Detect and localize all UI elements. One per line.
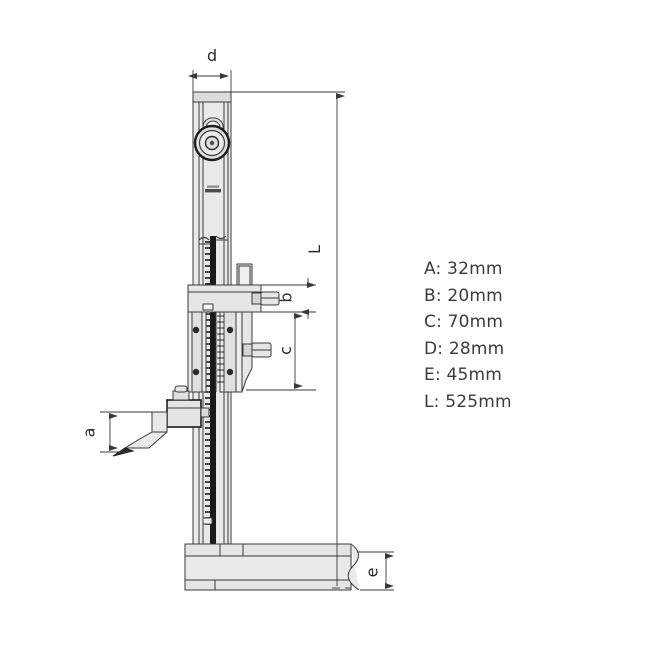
fine-adjustment-knob[interactable]: [193, 117, 231, 162]
dimension-a: [100, 411, 155, 453]
dimension-d: [188, 70, 232, 95]
gauge-base: [184, 543, 360, 591]
vernier-slider-plate[interactable]: [187, 311, 272, 393]
dimension-L: [231, 91, 351, 589]
slider-carriage[interactable]: [187, 263, 280, 313]
spec-item-b: B: 20mm: [424, 285, 503, 306]
specification-list: A: 32mm B: 20mm C: 70mm D: 28mm E: 45mm …: [424, 256, 512, 415]
spec-item-e: E: 45mm: [424, 365, 503, 385]
dimension-e: [357, 551, 394, 591]
brand-logo-icon: [205, 185, 221, 193]
dimension-c: [246, 311, 316, 391]
dimension-label-b: b: [276, 292, 296, 303]
spec-item-l: L: 525mm: [424, 391, 512, 412]
dimension-label-e: e: [362, 567, 382, 578]
upper-clamp-screw[interactable]: [251, 291, 280, 306]
scriber-jaw-assembly[interactable]: [112, 385, 210, 457]
dimension-label-L: L: [304, 245, 324, 254]
dimension-label-d: d: [207, 46, 218, 65]
spec-item-d: D: 28mm: [424, 338, 505, 359]
lower-clamp-screw[interactable]: [242, 342, 272, 358]
spec-item-a: A: 32mm: [424, 259, 503, 279]
spec-item-c: C: 70mm: [424, 312, 504, 332]
dimension-label-c: c: [275, 346, 295, 355]
dimension-label-a: a: [79, 427, 99, 438]
